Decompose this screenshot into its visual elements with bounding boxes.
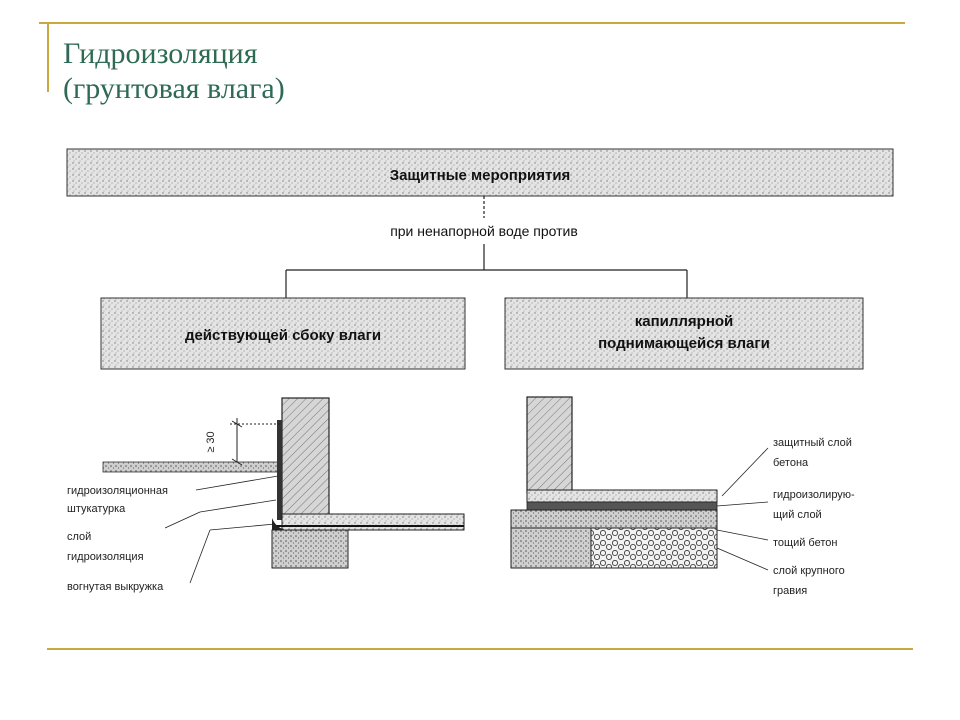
left-ground-surface — [102, 461, 282, 473]
label-gravel-2: гравия — [773, 585, 807, 597]
label-waterproof-plaster-1: гидроизоляционная — [67, 485, 168, 497]
right-box — [504, 297, 864, 370]
top-box-label: Защитные мероприятия — [390, 167, 571, 184]
top-box — [66, 148, 894, 197]
label-protective-1: защитный слой — [773, 437, 852, 449]
left-box — [100, 297, 466, 370]
leader-layer — [164, 511, 201, 529]
left-box-label: действующей сбоку влаги — [185, 327, 381, 344]
right-protective-concrete — [526, 489, 718, 503]
label-waterproofing-2: щий слой — [773, 509, 822, 521]
right-box-label-line-2: поднимающейся влаги — [598, 335, 770, 352]
leader-gravel — [716, 547, 769, 571]
label-lean-concrete: тощий бетон — [773, 537, 837, 549]
slide-title: Гидроизоляция (грунтовая влага) — [63, 36, 285, 106]
leader-layer-2 — [199, 499, 277, 513]
label-gravel-1: слой крупного — [773, 565, 845, 577]
left-section-drawing: ≥ 30 гидроизоляционная штукатурка слой г… — [67, 397, 465, 593]
leader-lean-concrete — [716, 529, 769, 541]
title-line-1: Гидроизоляция — [63, 37, 258, 70]
label-waterproof-plaster-2: штукатурка — [67, 503, 126, 515]
label-protective-2: бетона — [773, 457, 809, 469]
connector-label: при ненапорной воде против — [390, 223, 578, 239]
accent-vertical-line — [47, 24, 49, 92]
right-section-drawing: защитный слой бетона гидроизолирую- щий … — [510, 396, 855, 597]
right-box-label-line-1: капиллярной — [635, 313, 734, 330]
left-wall — [281, 397, 330, 519]
dimension-tick-top — [231, 420, 243, 428]
right-foundation — [510, 527, 592, 569]
accent-bottom-line — [47, 648, 913, 650]
leader-fillet-2 — [209, 523, 276, 531]
leader-fillet — [189, 529, 211, 584]
label-waterproofing-1: гидроизолирую- — [773, 489, 855, 501]
left-waterproof-plaster — [277, 420, 282, 520]
left-floor-slab — [281, 513, 465, 531]
label-layer-1: слой — [67, 531, 91, 543]
right-waterproofing-layer — [526, 501, 718, 511]
left-foundation — [271, 529, 349, 569]
dimension-label: ≥ 30 — [205, 431, 217, 452]
label-layer-2: гидроизоляция — [67, 551, 144, 563]
right-gravel-layer — [590, 527, 718, 569]
leader-waterproofing — [716, 501, 769, 507]
leader-protective — [721, 447, 769, 497]
right-wall — [526, 396, 573, 494]
dimension-tick-bottom — [231, 458, 243, 466]
label-concave-fillet: вогнутая выкружка — [67, 581, 164, 593]
accent-top-line — [39, 22, 905, 24]
leader-plaster — [195, 475, 279, 491]
right-lean-concrete — [510, 509, 718, 529]
left-fillet — [272, 518, 286, 530]
title-line-2: (грунтовая влага) — [63, 72, 285, 105]
